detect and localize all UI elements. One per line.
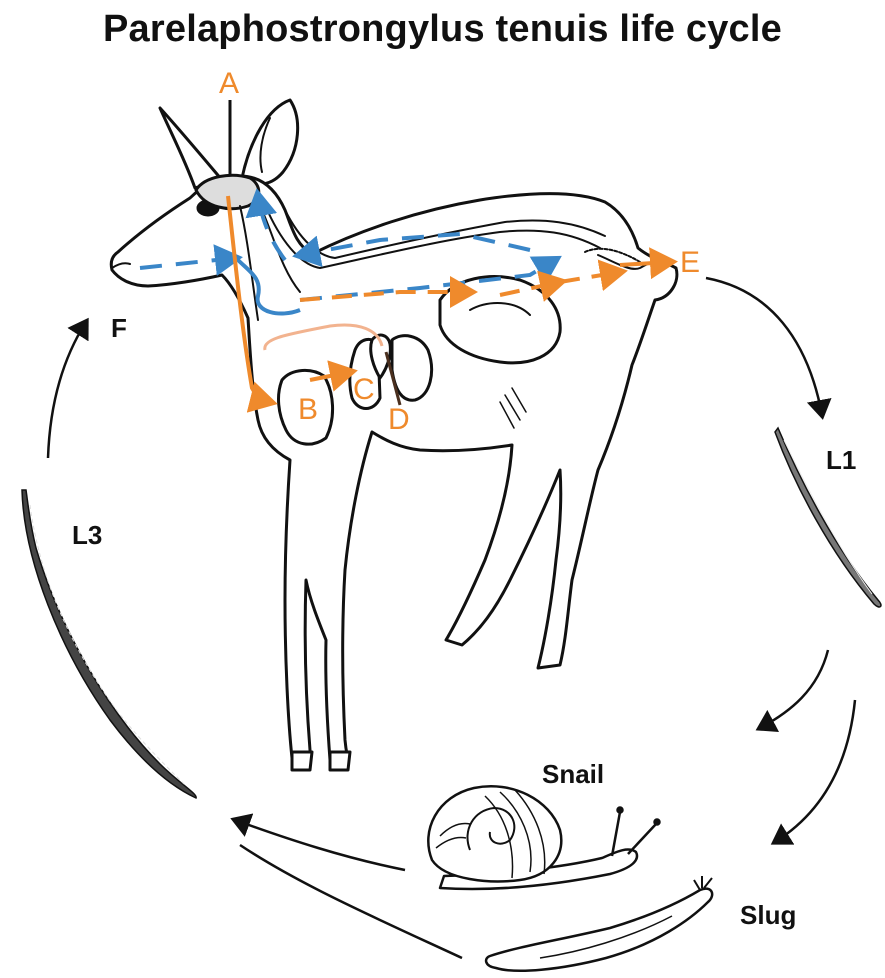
larva-label-l3: L3 [72, 522, 102, 548]
stage-label-a: A [219, 69, 239, 99]
deer-right-ear [242, 100, 298, 184]
stage-label-d: D [388, 405, 410, 435]
host-label-snail: Snail [542, 761, 604, 787]
arrow-slug-to-l3 [240, 845, 462, 958]
deer-left-ear [160, 108, 222, 188]
stage-label-c: C [353, 375, 375, 405]
l3-larva [22, 490, 196, 798]
larva-label-l1: L1 [826, 447, 856, 473]
stage-label-f: F [111, 315, 127, 341]
host-label-slug: Slug [740, 902, 796, 928]
slug-illustration [486, 876, 712, 971]
stage-label-e: E [680, 248, 700, 278]
arrow-l3-to-f [48, 322, 86, 458]
stage-label-b: B [298, 395, 318, 425]
arrow-l1-to-snail [760, 650, 828, 728]
arrow-l1-to-slug [775, 700, 855, 842]
arrow-snail-to-l3 [235, 820, 405, 870]
arrow-e-to-l1 [706, 278, 822, 415]
snail-shell [428, 786, 561, 881]
slug-body [486, 889, 712, 971]
snail-illustration [428, 786, 659, 889]
